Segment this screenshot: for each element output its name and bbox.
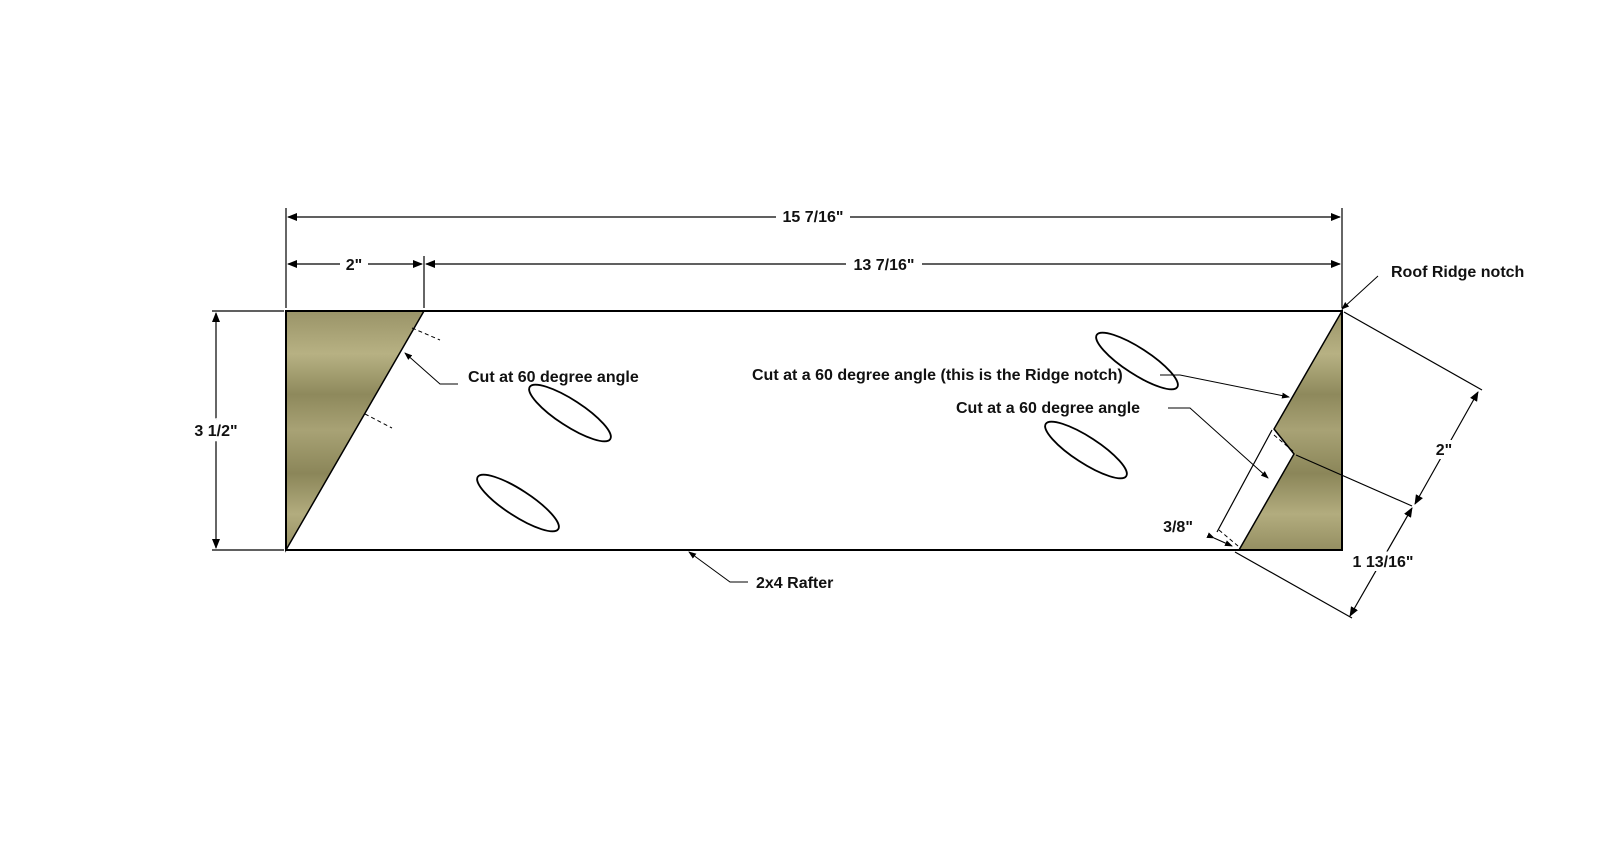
callout-right-cut: Cut at a 60 degree angle [956,400,1269,479]
callout-part-name: 2x4 Rafter [688,551,833,592]
dim-left-offset-label: 2" [346,257,362,274]
cut-ridge-label: Cut at a 60 degree angle (this is the Ri… [752,367,1123,384]
pocket-hole [528,383,612,443]
dim-small: 3/8" [1163,429,1295,547]
dim-notch: 2" 1 13/16" [1234,311,1483,619]
pocket-hole [1095,331,1179,391]
dim-notch-depth-label: 2" [1436,442,1452,459]
dim-top-parts: 2" 13 7/16" [287,256,1341,308]
callout-ridge-cut: Cut at a 60 degree angle (this is the Ri… [752,367,1290,399]
callout-roof-ridge: Roof Ridge notch [1341,264,1524,310]
dim-overall: 15 7/16" [285,208,1343,308]
pocket-hole [1044,420,1128,480]
pocket-holes [476,331,1179,533]
part-name-label: 2x4 Rafter [756,575,833,592]
board-outline [285,310,1343,551]
cut-left-label: Cut at 60 degree angle [468,369,639,386]
dim-remaining-label: 13 7/16" [854,257,915,274]
dim-height-label: 3 1/2" [194,423,237,440]
dim-small-label: 3/8" [1163,519,1193,536]
dim-height: 3 1/2" [189,310,284,551]
pocket-hole [476,473,560,533]
cut-right-label: Cut at a 60 degree angle [956,400,1140,417]
left-cut-marks [364,327,441,429]
dim-overall-label: 15 7/16" [783,209,844,226]
dim-notch-remainder-label: 1 13/16" [1353,554,1414,571]
board [286,311,1342,550]
roof-ridge-label: Roof Ridge notch [1391,264,1524,281]
callout-left-cut: Cut at 60 degree angle [404,352,639,386]
